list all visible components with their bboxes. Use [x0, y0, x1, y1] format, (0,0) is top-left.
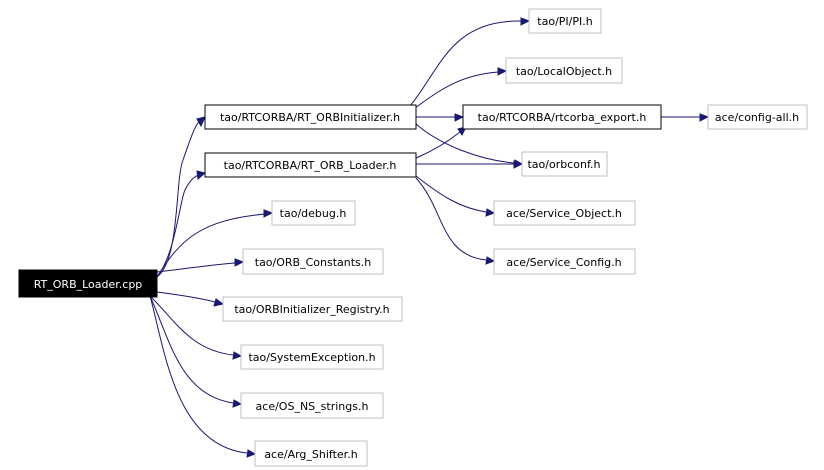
arrowhead-icon: [196, 116, 206, 128]
arrowhead-icon: [196, 170, 207, 180]
arrowhead-icon: [497, 67, 508, 76]
node-label: tao/ORBInitializer_Registry.h: [234, 303, 389, 316]
node-label: RT_ORB_Loader.cpp: [34, 278, 143, 291]
edges-layer: [149, 17, 710, 458]
arrowhead-icon: [454, 113, 465, 122]
edge-rt-orbinitializer-to-local-object: [414, 71, 499, 109]
node-config-all[interactable]: ace/config-all.h: [707, 104, 808, 130]
node-label: tao/LocalObject.h: [516, 65, 612, 78]
arrowhead-icon: [263, 209, 274, 218]
node-label: tao/RTCORBA/rtcorba_export.h: [478, 111, 647, 124]
arrowhead-icon: [246, 449, 257, 458]
node-root[interactable]: RT_ORB_Loader.cpp: [18, 269, 158, 298]
node-orbinit-registry[interactable]: tao/ORBInitializer_Registry.h: [222, 296, 403, 322]
node-label: tao/ORB_Constants.h: [255, 256, 372, 269]
node-os-ns-strings[interactable]: ace/OS_NS_strings.h: [240, 392, 384, 419]
arrowhead-icon: [520, 17, 531, 26]
node-label: ace/Service_Object.h: [506, 207, 622, 220]
edge-rt-orb-loader-to-service-object: [415, 175, 487, 213]
node-label: tao/RTCORBA/RT_ORB_Loader.h: [224, 159, 397, 172]
node-label: tao/RTCORBA/RT_ORBInitializer.h: [220, 111, 400, 124]
node-label: tao/orbconf.h: [527, 158, 600, 171]
node-label: ace/Arg_Shifter.h: [264, 448, 357, 461]
arrowhead-icon: [232, 351, 243, 360]
edge-root-to-os-ns-strings: [149, 295, 234, 404]
node-label: ace/config-all.h: [715, 111, 799, 124]
node-label: tao/SystemException.h: [248, 351, 375, 364]
node-label: tao/debug.h: [280, 207, 347, 220]
node-service-config[interactable]: ace/Service_Config.h: [493, 248, 636, 275]
edge-root-to-rt-orb-loader: [156, 174, 200, 278]
edge-rt-orb-loader-to-rtcorba-export: [415, 131, 461, 159]
edge-root-to-rt-orbinitializer: [156, 121, 200, 278]
arrowhead-icon: [699, 113, 710, 122]
node-orb-constants[interactable]: tao/ORB_Constants.h: [242, 248, 384, 275]
node-orbconf[interactable]: tao/orbconf.h: [521, 151, 608, 177]
node-pi[interactable]: tao/PI/PI.h: [528, 8, 602, 34]
node-debug[interactable]: tao/debug.h: [271, 200, 356, 226]
edge-root-to-orbinit-registry: [156, 291, 216, 303]
edge-rt-orbinitializer-to-orbconf: [415, 123, 515, 164]
edge-rt-orb-loader-to-service-config: [415, 177, 487, 261]
arrowhead-icon: [213, 298, 225, 307]
edge-rt-orbinitializer-to-pi: [409, 20, 522, 107]
node-system-exception[interactable]: tao/SystemException.h: [240, 344, 384, 370]
node-local-object[interactable]: tao/LocalObject.h: [505, 57, 623, 84]
node-rt-orbinitializer[interactable]: tao/RTCORBA/RT_ORBInitializer.h: [204, 104, 417, 130]
node-label: ace/OS_NS_strings.h: [256, 400, 369, 413]
edge-root-to-debug: [156, 213, 266, 278]
arrowhead-icon: [485, 256, 496, 265]
edge-root-to-system-exception: [149, 295, 234, 356]
arrowhead-icon: [234, 258, 245, 267]
node-arg-shifter[interactable]: ace/Arg_Shifter.h: [254, 440, 368, 467]
edge-root-to-orb-constants: [156, 262, 236, 273]
arrowhead-icon: [232, 399, 243, 408]
node-label: ace/Service_Config.h: [506, 256, 621, 269]
edge-root-to-arg-shifter: [149, 295, 248, 454]
node-label: tao/PI/PI.h: [537, 15, 592, 28]
node-rtcorba-export[interactable]: tao/RTCORBA/rtcorba_export.h: [462, 104, 662, 130]
arrowhead-icon: [485, 208, 496, 217]
nodes-layer: RT_ORB_Loader.cpp tao/RTCORBA/RT_ORBInit…: [18, 8, 808, 467]
node-rt-orb-loader[interactable]: tao/RTCORBA/RT_ORB_Loader.h: [204, 152, 417, 178]
node-service-object[interactable]: ace/Service_Object.h: [493, 200, 636, 226]
arrowhead-icon: [513, 160, 524, 169]
